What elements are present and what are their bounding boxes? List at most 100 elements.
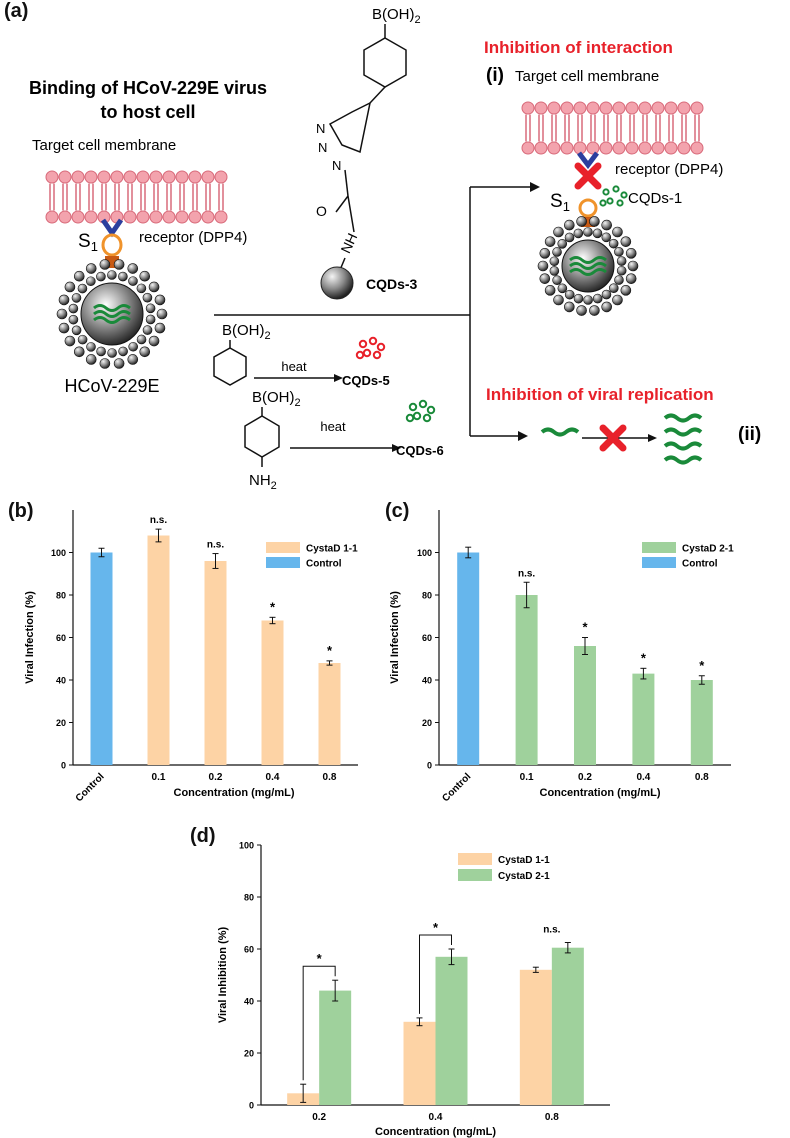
- rna-strands-replicated: [663, 413, 703, 465]
- lipid-head: [690, 141, 704, 155]
- bar: [551, 947, 584, 1105]
- lipid-head: [214, 170, 228, 184]
- lipid-head: [690, 101, 704, 115]
- bar: [519, 969, 552, 1105]
- cqd-sphere: [320, 266, 354, 300]
- lipid-head: [84, 210, 98, 224]
- legend-label: CystaD 2-1: [682, 544, 734, 555]
- bar: [204, 561, 227, 765]
- virus-core: [80, 282, 144, 346]
- lipid-head: [599, 141, 613, 155]
- y-tick-label: 80: [56, 591, 66, 601]
- y-tick-label: 100: [417, 548, 432, 558]
- lipid-head: [638, 101, 652, 115]
- lipid-head: [521, 101, 535, 115]
- lipid-head: [71, 210, 85, 224]
- lipid-head: [625, 141, 639, 155]
- significance-label: *: [641, 650, 647, 665]
- cqds6-dots: [405, 399, 436, 423]
- x-tick-label: 0.4: [266, 772, 280, 783]
- s1-label-left: S1: [78, 231, 98, 254]
- lipid-head: [677, 141, 691, 155]
- x-tick-label: 0.4: [429, 1112, 443, 1123]
- legend-swatch: [642, 557, 676, 568]
- significance-label: *: [433, 920, 439, 935]
- spike-protein-right: [578, 198, 598, 218]
- bar: [403, 1021, 436, 1105]
- lipid-head: [586, 101, 600, 115]
- spike-stem-right: [581, 217, 595, 227]
- significance-label: *: [699, 658, 705, 673]
- lipid-head: [175, 170, 189, 184]
- bar: [515, 595, 538, 765]
- y-tick-label: 40: [56, 676, 66, 686]
- lipid-head: [573, 101, 587, 115]
- lipid-head: [45, 170, 59, 184]
- lipid-head: [534, 141, 548, 155]
- y-tick-label: 60: [422, 633, 432, 643]
- quantum-dot: [606, 197, 614, 205]
- bar: [318, 663, 341, 765]
- legend-swatch: [642, 542, 676, 553]
- cell-membrane-right: [521, 101, 704, 155]
- significance-label: *: [582, 620, 588, 635]
- boh2-phenyl: B(OH)2: [222, 322, 271, 342]
- cqds3-label: CQDs-3: [366, 276, 418, 292]
- lipid-head: [136, 170, 150, 184]
- y-tick-label: 80: [244, 893, 254, 903]
- legend-label: Control: [306, 559, 342, 570]
- boh2-amino: B(OH)2: [252, 389, 301, 409]
- significance-bracket: [419, 934, 452, 1014]
- x-tick-label: 0.2: [578, 772, 592, 783]
- virus-label: HCoV-229E: [64, 376, 159, 396]
- roman-i-label: (i): [486, 65, 504, 86]
- bar: [690, 680, 713, 765]
- lipid-head: [677, 101, 691, 115]
- bar: [457, 552, 480, 765]
- bar: [90, 552, 113, 765]
- red-x-replication-icon: [599, 424, 627, 452]
- triazole-n1: N: [316, 121, 325, 136]
- x-tick-label: Control: [74, 771, 107, 804]
- lipid-head: [71, 170, 85, 184]
- lipid-head: [625, 101, 639, 115]
- lipid-head: [599, 101, 613, 115]
- quantum-dot: [405, 413, 415, 423]
- significance-label: n.s.: [207, 540, 224, 551]
- significance-label: *: [327, 643, 333, 658]
- receptor-dpp4-right: [577, 151, 599, 170]
- y-tick-label: 60: [56, 633, 66, 643]
- lipid-head: [97, 170, 111, 184]
- lipid-head: [84, 170, 98, 184]
- lipid-head: [136, 210, 150, 224]
- left-title-line2: to host cell: [100, 102, 195, 122]
- y-tick-label: 60: [244, 945, 254, 955]
- quantum-dot: [355, 350, 365, 360]
- lipid-head: [547, 101, 561, 115]
- y-tick-label: 40: [422, 676, 432, 686]
- y-tick-label: 0: [427, 761, 432, 771]
- x-axis-label: Concentration (mg/mL): [375, 1126, 496, 1138]
- lipid-head: [573, 141, 587, 155]
- legend-swatch: [266, 557, 300, 568]
- panel-d-label: (d): [190, 825, 216, 847]
- x-tick-label: Control: [440, 771, 473, 804]
- quantum-dot: [418, 399, 428, 409]
- quantum-dot: [358, 339, 368, 349]
- y-tick-label: 0: [249, 1101, 254, 1111]
- bar: [632, 673, 655, 765]
- left-title-line1: Binding of HCoV-229E virus: [29, 78, 267, 98]
- receptor-dpp4-left: [100, 218, 124, 238]
- quantum-dot: [602, 188, 610, 196]
- lipid-head: [162, 210, 176, 224]
- bar: [435, 956, 468, 1105]
- s1-label-right: S1: [550, 191, 570, 214]
- lipid-head: [651, 141, 665, 155]
- y-axis-label: Viral Inhibition (%): [217, 926, 229, 1023]
- quantum-dot: [376, 342, 386, 352]
- y-tick-label: 40: [244, 997, 254, 1007]
- lipid-head: [110, 170, 124, 184]
- x-axis-label: Concentration (mg/mL): [174, 787, 295, 799]
- lipid-head: [638, 141, 652, 155]
